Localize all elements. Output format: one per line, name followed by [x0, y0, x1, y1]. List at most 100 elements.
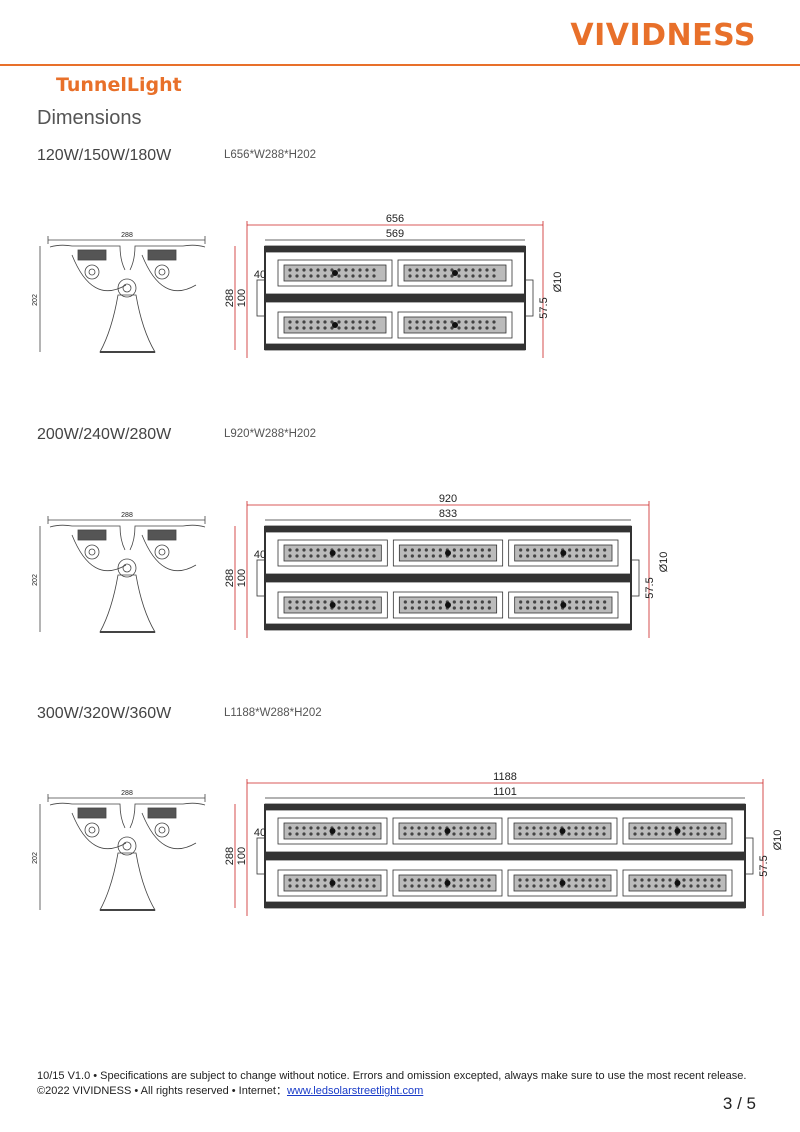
side-height-label: 202: [32, 852, 39, 864]
led-module: [392, 869, 503, 897]
center-bar: [264, 573, 632, 583]
inner-length-label: 1101: [493, 786, 517, 798]
lamp-head-1: [77, 807, 107, 819]
model-size-1: L656*W288*H202: [224, 149, 317, 161]
center-bar: [264, 293, 526, 303]
side-view: [39, 516, 206, 633]
heat-sink-body: [99, 852, 156, 911]
pivot-1: [84, 822, 100, 838]
center-pivot: [117, 836, 137, 856]
led-module: [277, 591, 388, 619]
bottom-rail: [264, 901, 746, 909]
hole-offset-label: 57.5: [644, 577, 656, 598]
lamp-head-2: [147, 529, 177, 541]
footer: 10/15 V1.0 • Specifications are subject …: [37, 1069, 746, 1099]
side-height-label: 202: [32, 574, 39, 586]
led-module: [392, 591, 504, 619]
led-module: [277, 259, 393, 287]
header-rule: [0, 64, 800, 66]
model-size-3: L1188*W288*H202: [224, 707, 322, 719]
inner-length-label: 569: [386, 228, 404, 240]
model-size-2: L920*W288*H202: [224, 428, 317, 440]
led-module: [622, 817, 733, 845]
footer-copyright-line: ©2022 VIVIDNESS • All rights reserved • …: [37, 1084, 746, 1099]
led-module: [508, 591, 619, 619]
pivot-1: [84, 264, 100, 280]
led-module: [622, 869, 733, 897]
lamp-head-1: [77, 529, 107, 541]
led-module: [277, 311, 393, 339]
side-height-label: 202: [32, 294, 39, 306]
pivot-1: [84, 544, 100, 560]
top-view: [234, 779, 764, 916]
heat-sink-body: [99, 574, 156, 633]
pivot-2: [154, 264, 170, 280]
brand-logo: VIVIDNESS: [570, 18, 756, 53]
pivot-2: [154, 544, 170, 560]
bottom-rail: [264, 343, 526, 351]
heat-sink-body: [99, 294, 156, 353]
bracket-label: 100: [236, 569, 248, 587]
bracket-right: [524, 279, 534, 317]
length-label: 1188: [493, 771, 517, 783]
hole-label: Ø10: [772, 830, 784, 851]
edge-label: 40: [254, 827, 266, 839]
top-rail: [264, 803, 746, 811]
side-width-label: 288: [121, 512, 133, 519]
led-module: [277, 817, 388, 845]
lamp-head-2: [147, 807, 177, 819]
model-power-1: 120W/150W/180W: [37, 147, 172, 164]
hole-offset-label: 57.5: [538, 297, 550, 318]
top-rail: [264, 525, 632, 533]
top-view: [234, 501, 650, 638]
hole-label: Ø10: [658, 552, 670, 573]
edge-label: 40: [254, 269, 266, 281]
model-power-2: 200W/240W/280W: [37, 426, 172, 443]
center-pivot: [117, 278, 137, 298]
led-module: [507, 869, 618, 897]
led-module: [392, 817, 503, 845]
page-number: 3 / 5: [722, 1094, 756, 1113]
led-module: [508, 539, 619, 567]
bracket-right: [744, 837, 754, 875]
hole-offset-label: 57.5: [758, 855, 770, 876]
inner-length-label: 833: [439, 508, 457, 520]
width-label: 288: [224, 569, 236, 587]
bottom-rail: [264, 623, 632, 631]
model-power-3: 300W/320W/360W: [37, 705, 172, 722]
website-link[interactable]: www.ledsolarstreetlight.com: [286, 1085, 424, 1097]
edge-label: 40: [254, 549, 266, 561]
top-rail: [264, 245, 526, 253]
led-module: [277, 539, 388, 567]
side-width-label: 288: [121, 232, 133, 239]
footer-copyright: ©2022 VIVIDNESS • All rights reserved • …: [37, 1085, 287, 1097]
led-module: [397, 259, 513, 287]
length-label: 920: [439, 493, 457, 505]
top-view: [234, 221, 544, 358]
led-module: [397, 311, 513, 339]
led-module: [507, 817, 618, 845]
lamp-head-2: [147, 249, 177, 261]
bracket-right: [630, 559, 640, 597]
led-module: [277, 869, 388, 897]
side-view: [39, 236, 206, 353]
bracket-label: 100: [236, 289, 248, 307]
hole-label: Ø10: [552, 272, 564, 293]
length-label: 656: [386, 213, 404, 225]
section-title: Dimensions: [37, 107, 142, 129]
bracket-left: [256, 837, 266, 875]
footer-disclaimer: 10/15 V1.0 • Specifications are subject …: [37, 1070, 747, 1082]
bracket-left: [256, 559, 266, 597]
lamp-head-1: [77, 249, 107, 261]
width-label: 288: [224, 847, 236, 865]
bracket-left: [256, 279, 266, 317]
led-module: [392, 539, 504, 567]
center-pivot: [117, 558, 137, 578]
pivot-2: [154, 822, 170, 838]
